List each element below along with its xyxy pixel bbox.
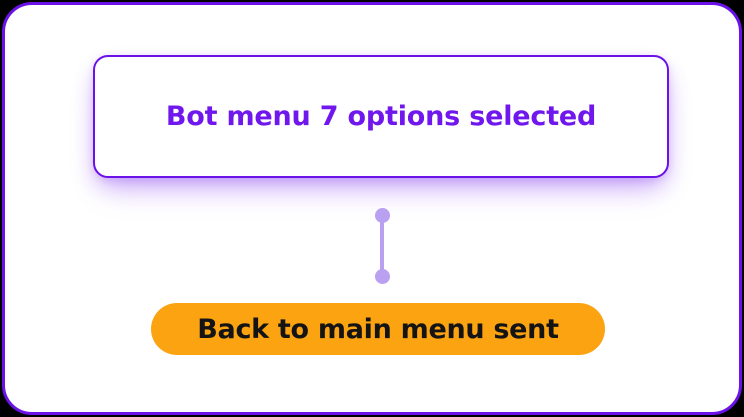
back-to-main-menu-sent-label: Back to main menu sent bbox=[197, 313, 559, 345]
flow-connector bbox=[374, 208, 390, 284]
bot-menu-node-title: Bot menu 7 options selected bbox=[165, 101, 597, 132]
bot-menu-node-card[interactable]: Bot menu 7 options selected bbox=[93, 55, 669, 178]
connector-end-dot-icon[interactable] bbox=[374, 269, 390, 284]
connector-line bbox=[380, 215, 384, 277]
flow-canvas[interactable]: Bot menu 7 options selected Back to main… bbox=[5, 5, 739, 412]
back-to-main-menu-sent-button[interactable]: Back to main menu sent bbox=[151, 303, 605, 355]
